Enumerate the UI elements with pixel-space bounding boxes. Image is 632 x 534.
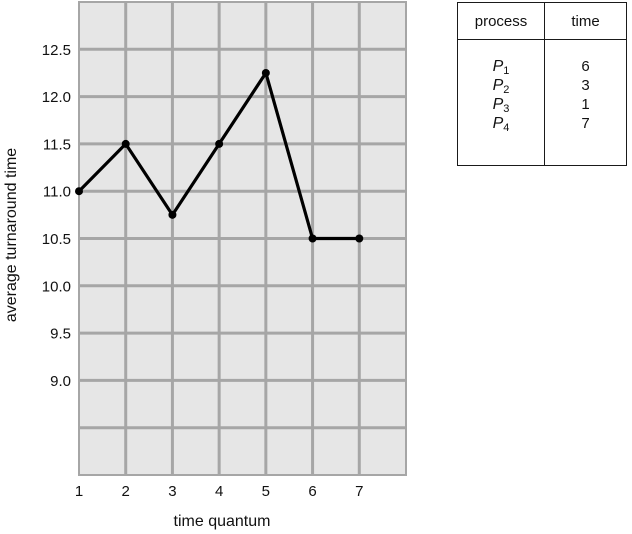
y-axis-tick-labels: 9.0 9.5 10.0 10.5 11.0 11.5 12.0 12.5 [42, 42, 71, 390]
x-axis-label: time quantum [174, 513, 271, 530]
time-cell: 6 [581, 58, 590, 75]
process-header: process [458, 3, 544, 40]
data-point [168, 210, 177, 219]
data-point [215, 139, 224, 148]
process-name: P [492, 115, 504, 132]
process-subscript: 3 [503, 103, 510, 115]
data-point [308, 234, 317, 243]
time-column: time 6 3 1 7 [545, 3, 626, 165]
process-name: P [492, 58, 504, 75]
y-tick-label: 10.5 [42, 231, 71, 248]
y-tick-label: 12.0 [42, 89, 71, 106]
x-tick-label: 4 [215, 483, 223, 500]
x-tick-label: 1 [75, 483, 83, 500]
time-cell: 7 [581, 115, 590, 132]
y-tick-label: 11.0 [43, 184, 71, 201]
y-tick-label: 9.5 [50, 326, 71, 343]
x-tick-label: 5 [262, 483, 270, 500]
process-subscript: 1 [503, 65, 510, 77]
y-tick-label: 11.5 [43, 136, 71, 153]
time-cell: 3 [581, 77, 590, 94]
data-point [261, 68, 270, 77]
x-tick-label: 7 [355, 483, 363, 500]
data-point [121, 139, 130, 148]
data-point [75, 187, 83, 196]
x-tick-label: 6 [308, 483, 316, 500]
x-tick-label: 2 [122, 483, 130, 500]
horizontal-gridlines [79, 47, 406, 430]
data-points [75, 68, 364, 243]
time-cell: 1 [581, 96, 590, 113]
x-tick-label: 3 [168, 483, 176, 500]
y-axis-label: average turnaround time [3, 148, 20, 322]
y-tick-label: 9.0 [50, 373, 71, 390]
process-subscript: 2 [503, 84, 510, 96]
process-name: P [492, 77, 504, 94]
process-name: P [492, 96, 504, 113]
y-tick-label: 12.5 [42, 42, 71, 59]
x-axis-tick-labels: 1 2 3 4 5 6 7 [75, 483, 364, 500]
process-subscript: 4 [503, 122, 510, 134]
time-header: time [545, 3, 626, 40]
y-tick-label: 10.0 [42, 278, 71, 295]
data-point [355, 234, 364, 243]
